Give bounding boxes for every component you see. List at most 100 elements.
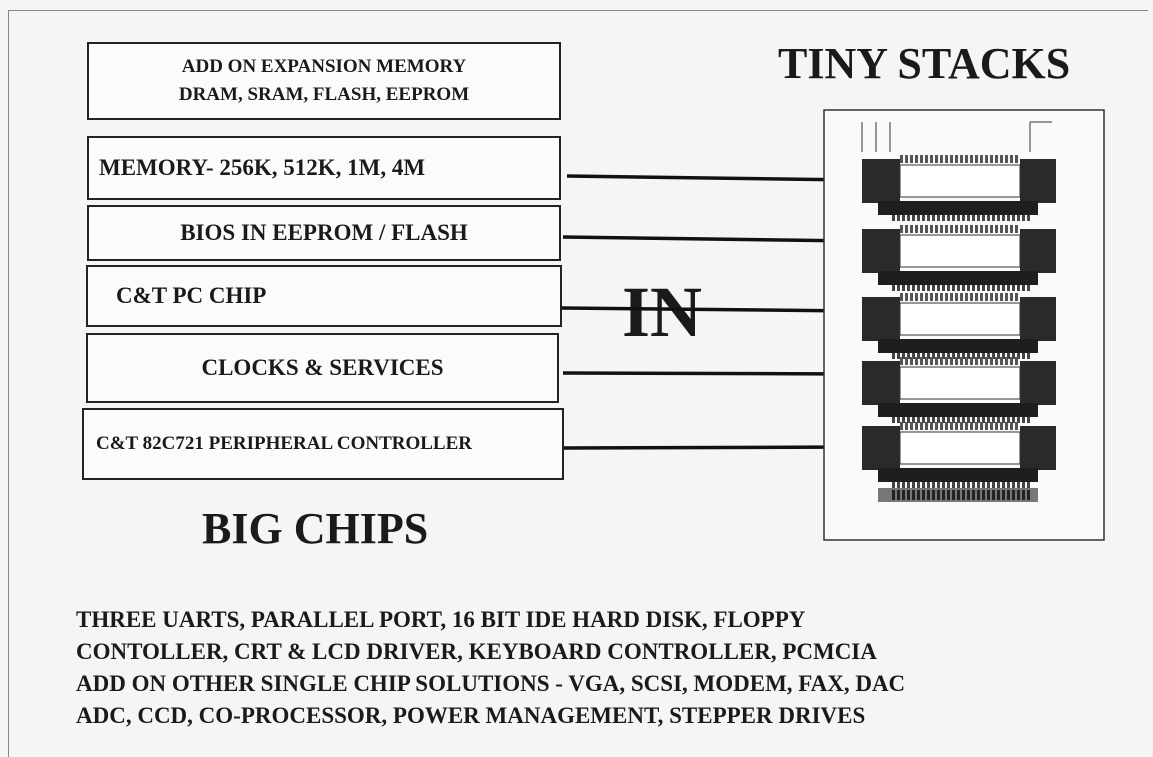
chip-layer-body — [899, 366, 1021, 400]
chip-pin — [987, 285, 990, 291]
chip-pin — [997, 490, 1000, 500]
chip-pin — [902, 215, 905, 221]
chip-pin — [927, 490, 930, 500]
chip-pin — [942, 215, 945, 221]
chip-pin — [940, 225, 943, 233]
chip-pin — [1027, 285, 1030, 291]
chip-pin — [952, 215, 955, 221]
chip-pin — [967, 285, 970, 291]
chip-pin — [972, 482, 975, 488]
chip-pin — [1012, 215, 1015, 221]
chip-pin — [925, 357, 928, 365]
chip-pin — [1022, 285, 1025, 291]
chip-layer-body — [899, 234, 1021, 268]
chip-pin — [950, 422, 953, 430]
chip-pin — [1010, 293, 1013, 301]
chip-pin — [982, 490, 985, 500]
chip-pin — [960, 357, 963, 365]
chip-pin — [977, 417, 980, 423]
chip-pin — [922, 490, 925, 500]
clocks-box: CLOCKS & SERVICES — [86, 333, 559, 403]
chip-pin — [1022, 215, 1025, 221]
chip-pin — [992, 353, 995, 359]
chip-pin — [995, 225, 998, 233]
chip-pin — [975, 293, 978, 301]
chip-pin — [927, 215, 930, 221]
arrows — [561, 173, 858, 454]
chip-pin — [957, 285, 960, 291]
chip-pin — [935, 422, 938, 430]
chip-layer-carrier — [878, 201, 1038, 215]
chip-pin — [997, 482, 1000, 488]
chip-pin — [1017, 353, 1020, 359]
chip-layer-carrier — [878, 403, 1038, 417]
chip-pin — [1017, 417, 1020, 423]
chip-pin — [977, 482, 980, 488]
chip-layer-cap-left — [862, 426, 900, 470]
chip-pin — [1012, 417, 1015, 423]
chip-pin — [1002, 215, 1005, 221]
chip-pin — [952, 417, 955, 423]
chip-pin — [990, 422, 993, 430]
chip-pin — [912, 490, 915, 500]
chip-pin — [897, 417, 900, 423]
chip-pin — [1000, 422, 1003, 430]
chip-pin — [1022, 482, 1025, 488]
chip-pin — [935, 155, 938, 163]
chip-pin — [900, 293, 903, 301]
chip-pin — [1015, 225, 1018, 233]
chip-layer-cap-right — [1020, 426, 1056, 470]
chip-pin — [900, 225, 903, 233]
chip-pin — [960, 225, 963, 233]
feature-list-line: ADC, CCD, CO-PROCESSOR, POWER MANAGEMENT… — [76, 703, 866, 728]
arrow-right-icon — [563, 441, 858, 454]
chip-pin — [972, 490, 975, 500]
chip-pin — [1007, 417, 1010, 423]
chip-pin — [912, 482, 915, 488]
chip-pin — [910, 422, 913, 430]
chip-pin — [927, 285, 930, 291]
chip-pin — [910, 225, 913, 233]
chip-pin — [970, 293, 973, 301]
chip-pin — [947, 285, 950, 291]
feature-list: THREE UARTS, PARALLEL PORT, 16 BIT IDE H… — [76, 604, 1136, 732]
chip-pin — [932, 490, 935, 500]
chip-pin — [957, 482, 960, 488]
chip-pin — [1007, 490, 1010, 500]
chip-layer-carrier — [878, 271, 1038, 285]
chip-pin — [932, 285, 935, 291]
chip-pin — [950, 155, 953, 163]
chip-pin — [1022, 417, 1025, 423]
bios-box: BIOS IN EEPROM / FLASH — [87, 205, 561, 261]
chip-pin — [977, 353, 980, 359]
chip-pin — [937, 417, 940, 423]
chip-pin — [997, 285, 1000, 291]
chip-pin — [917, 215, 920, 221]
chip-pin — [952, 353, 955, 359]
chip-pin — [982, 482, 985, 488]
chip-pin — [905, 422, 908, 430]
chip-pin — [1005, 293, 1008, 301]
chip-pin — [917, 353, 920, 359]
chip-pin — [892, 353, 895, 359]
chip-pin — [980, 422, 983, 430]
chip-pin — [992, 417, 995, 423]
chip-pin — [970, 225, 973, 233]
chip-pin — [950, 357, 953, 365]
chip-pin — [1010, 155, 1013, 163]
chip-pin — [925, 155, 928, 163]
chip-pin — [900, 155, 903, 163]
chip-pin — [902, 490, 905, 500]
chip-pin — [955, 155, 958, 163]
chip-pin — [892, 490, 895, 500]
chip-pin — [957, 490, 960, 500]
chip-pin — [897, 353, 900, 359]
title-big-chips: BIG CHIPS — [202, 504, 429, 553]
chip-pin — [912, 417, 915, 423]
chip-layer-cap-right — [1020, 229, 1056, 273]
chip-pin — [975, 155, 978, 163]
chip-pin — [977, 215, 980, 221]
chip-pin — [965, 155, 968, 163]
chip-pin — [940, 155, 943, 163]
